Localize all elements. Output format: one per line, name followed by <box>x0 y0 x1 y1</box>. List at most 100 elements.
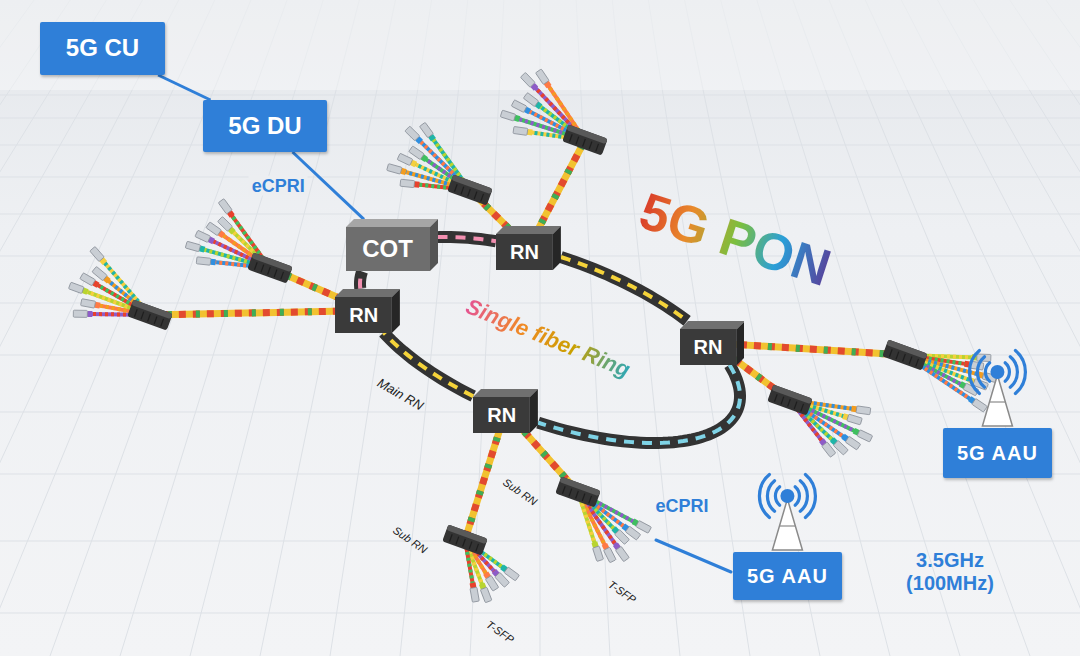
sfp-module <box>851 405 871 415</box>
node-label: RN <box>487 404 516 426</box>
device-top <box>771 384 813 404</box>
sfp-module <box>601 543 616 563</box>
fiber-ring-segment <box>360 271 362 288</box>
device-top-face <box>335 289 400 297</box>
sub-rn-device <box>442 524 488 555</box>
grid-line <box>540 0 1080 656</box>
device-front-face <box>680 329 737 365</box>
sfp-body <box>409 146 424 160</box>
sfp-body <box>636 521 652 534</box>
title-mark: 5G PON <box>629 180 842 300</box>
device-rib <box>476 544 479 552</box>
sfp-body <box>397 153 413 165</box>
radio-wave <box>759 475 769 518</box>
connector-group <box>158 75 210 100</box>
device-top-face <box>680 321 745 329</box>
grid-line <box>0 0 540 656</box>
annotation: eCPRI <box>651 496 712 517</box>
grid-line <box>0 0 540 656</box>
device-rib <box>801 404 804 412</box>
sfp-module <box>196 257 216 266</box>
sfp-body <box>513 126 528 135</box>
device-rib <box>596 144 599 152</box>
radio-wave <box>1005 363 1009 381</box>
sfp-module <box>218 199 235 218</box>
grid-line <box>0 412 1080 413</box>
sfp-cap <box>87 311 92 317</box>
device-rib <box>469 541 472 549</box>
device-top <box>886 339 928 359</box>
grid-line <box>0 0 540 656</box>
sfp-module <box>611 526 629 544</box>
sfp-body <box>90 246 104 261</box>
device-rib <box>576 137 579 145</box>
device-rib <box>576 491 579 499</box>
node-label: 5G DU <box>228 113 301 139</box>
fiber-ring-stripe <box>360 271 362 288</box>
connector-group <box>438 237 496 241</box>
trunks <box>150 140 905 540</box>
grid-line <box>50 0 540 656</box>
grid-line <box>0 0 540 656</box>
device-rib <box>903 354 906 362</box>
node-label: 5G AAU <box>957 442 1038 464</box>
device-rib <box>589 496 592 504</box>
device-rib <box>909 356 912 364</box>
sfp-body <box>387 164 402 175</box>
radio-wave <box>775 487 779 505</box>
device-side-face <box>430 219 438 271</box>
device-top <box>446 524 488 544</box>
grid-line <box>0 214 1080 215</box>
grid-line <box>0 0 540 656</box>
sfp-module <box>469 582 479 602</box>
antenna-dot <box>990 365 1004 379</box>
node-label: 5G CU <box>66 35 139 61</box>
device-body <box>442 524 488 555</box>
unit-box: 5G DU <box>203 100 327 152</box>
fiber-ring-segment <box>438 237 496 241</box>
grid-line <box>540 0 890 656</box>
node-label: RN <box>510 241 539 263</box>
link-line <box>158 75 210 100</box>
device-body <box>127 299 173 330</box>
grid-line <box>0 177 1080 178</box>
node-label: RN <box>694 336 723 358</box>
sfp-module <box>90 246 108 265</box>
radio-wave <box>977 357 984 388</box>
sfp-body <box>195 230 211 242</box>
fiber-ring-segment <box>538 365 740 443</box>
sfp-module <box>520 72 538 91</box>
device-rib <box>774 394 777 402</box>
fibers <box>84 83 982 587</box>
sfp-module <box>523 93 542 110</box>
sfp-module <box>479 583 492 603</box>
sfp-body <box>857 430 873 442</box>
sfp-module <box>68 282 88 295</box>
radio-wave <box>985 363 989 381</box>
device-top-face <box>346 219 438 227</box>
device-top <box>131 299 173 319</box>
device-top <box>566 124 608 144</box>
sfp-body <box>520 72 535 87</box>
annotation: 3.5GHz (100MHz) <box>876 549 1024 595</box>
sfp-body <box>196 257 211 265</box>
grid-line <box>0 0 540 656</box>
connector-group <box>538 365 740 443</box>
device-side-face <box>736 321 744 365</box>
device-rib <box>582 493 585 501</box>
fiber-trunk-stripe <box>150 311 368 315</box>
antenna-icon <box>969 351 1025 426</box>
sub-rn-device <box>767 384 813 415</box>
antenna-tower <box>772 499 802 550</box>
grid-line <box>540 0 1080 656</box>
sfp-body <box>73 310 87 317</box>
sfp-module <box>92 266 111 283</box>
sub-rn-device <box>127 299 173 330</box>
sfp-module <box>419 122 436 141</box>
sfp-module <box>409 146 429 163</box>
device-rib <box>583 139 586 147</box>
sub-rn-devices <box>127 124 928 555</box>
sfp-body <box>206 222 221 236</box>
radio-wave <box>1010 357 1017 388</box>
